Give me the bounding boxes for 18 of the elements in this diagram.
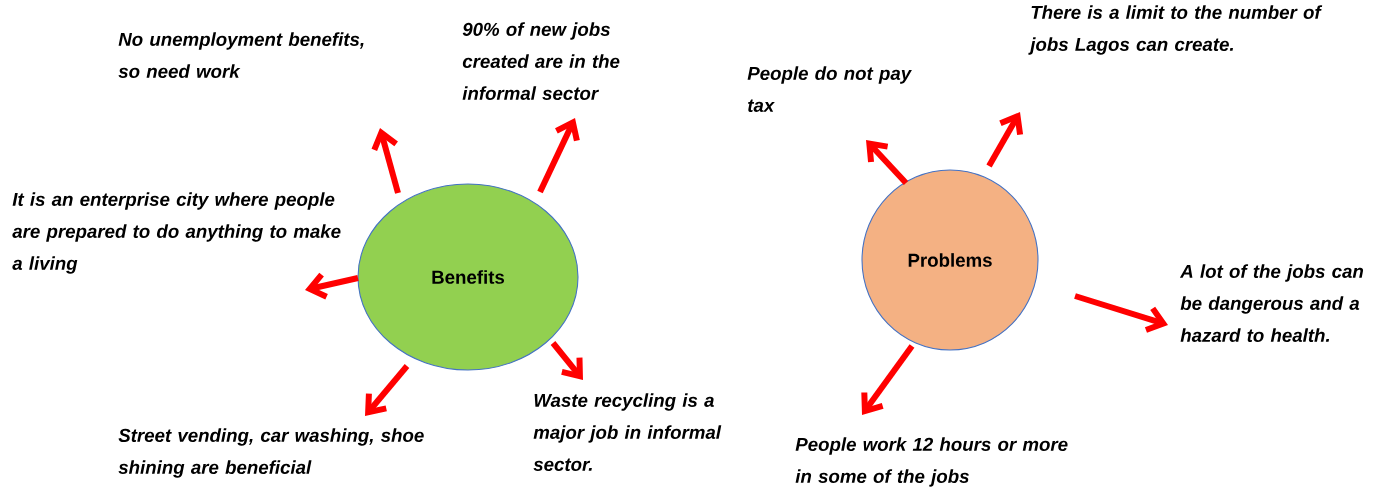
arrow — [305, 272, 359, 300]
note-text: 90% of new jobs created are in the informal sector — [462, 22, 620, 100]
arrow — [986, 112, 1024, 168]
arrow — [371, 128, 401, 194]
note-text: People work 12 hours or more in some of the jobs — [795, 437, 1068, 487]
arrow — [866, 140, 909, 186]
note-text: Street vending, car washing, shoe shining are beneficial — [118, 428, 424, 478]
arrow — [537, 118, 580, 194]
arrow — [1074, 293, 1168, 333]
arrow — [550, 341, 583, 380]
note-text: It is an enterprise city where people are prepared to do anything to make a living — [12, 192, 341, 274]
arrow — [861, 344, 915, 415]
note-text: No unemployment benefits, so need work — [118, 32, 364, 78]
note-text: There is a limit to the number of jobs Lagos can create. — [1028, 5, 1323, 55]
note-text: A lot of the jobs can be dangerous and a hazard to health. — [1179, 264, 1364, 342]
note-text: People do not pay tax — [747, 66, 912, 112]
arrow — [365, 364, 410, 416]
note-text: Waste recycling is a major job in informal sector. — [533, 393, 722, 471]
